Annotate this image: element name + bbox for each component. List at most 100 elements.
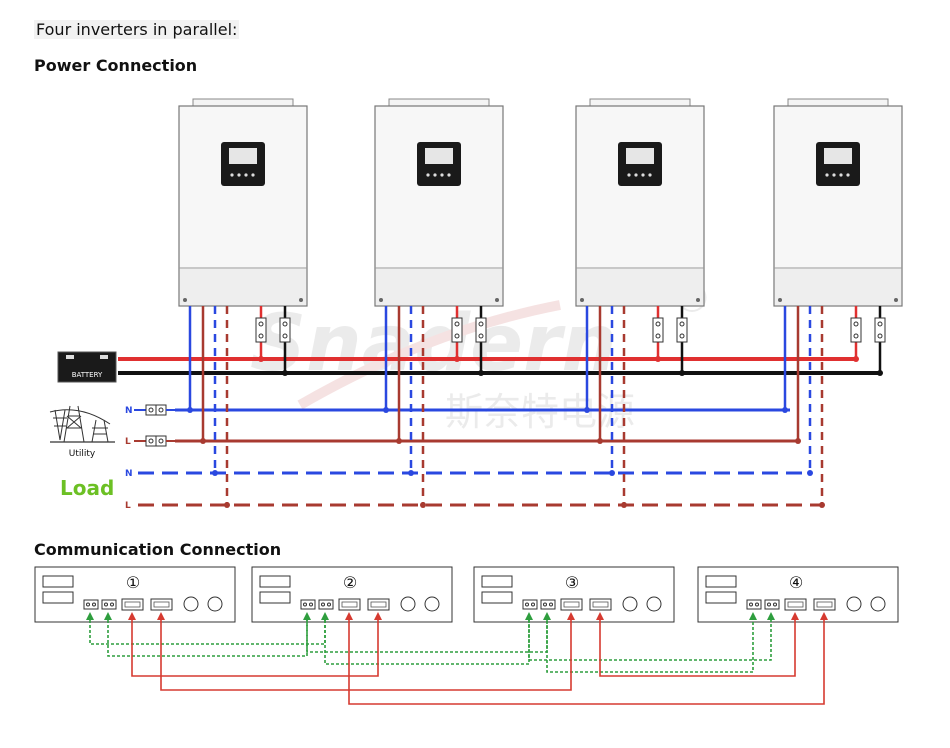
watermark-swoosh (297, 300, 561, 410)
lcd-button (251, 173, 255, 177)
wire-arrow (128, 612, 136, 620)
dc-fuse (874, 317, 886, 343)
parallel-port-pins (153, 601, 170, 608)
dc-fuse (652, 317, 664, 343)
parallel-port (121, 598, 144, 611)
parallel-port (367, 598, 390, 611)
comm-unit-slot (42, 575, 74, 588)
junction-dot (420, 502, 426, 508)
share-cable (89, 620, 326, 645)
junction-dot (877, 370, 883, 376)
utility-breaker (155, 404, 167, 416)
fuse-terminal (478, 333, 484, 339)
knockout-hole (424, 596, 440, 612)
junction-dot (454, 356, 460, 362)
parallel-port-pins (787, 601, 804, 608)
dc-fuse (279, 317, 291, 343)
page-heading: Four inverters in parallel: (34, 20, 240, 39)
inverter-bottom-panel (577, 269, 703, 305)
port-pin (755, 602, 759, 607)
dc-fuse (850, 317, 862, 343)
lcd-button (839, 173, 843, 177)
power-wiring (118, 306, 886, 508)
wire-arrow (596, 612, 604, 620)
knockout-hole (646, 596, 662, 612)
share-port (101, 599, 117, 610)
share-port (83, 599, 99, 610)
fuse-terminal (853, 321, 859, 327)
power-connection-title: Power Connection (34, 56, 198, 75)
junction-dot (224, 502, 230, 508)
comm-unit-number: ④ (789, 573, 803, 592)
port-pin (86, 602, 90, 607)
wire-arrow (104, 612, 112, 620)
inverter-bottom-panel (376, 269, 502, 305)
parallel-port (813, 598, 836, 611)
junction-dot (187, 407, 193, 413)
inverter-2 (374, 98, 504, 307)
utility-breaker (155, 435, 167, 447)
parallel-cable (131, 620, 379, 677)
dc-fuse (255, 317, 267, 343)
share-cable (528, 620, 772, 661)
share-cable (546, 620, 754, 673)
breaker-terminal (148, 407, 154, 413)
fuse-terminal (258, 321, 264, 327)
junction-dot (609, 470, 615, 476)
ground-screw (299, 298, 303, 302)
port-pin (549, 602, 553, 607)
lcd-screen (425, 148, 453, 164)
fuse-terminal (454, 321, 460, 327)
dc-fuse (676, 317, 688, 343)
lcd-button (832, 173, 836, 177)
comm-unit-slot (259, 591, 291, 604)
wire-arrow (303, 612, 311, 620)
ground-screw (379, 298, 383, 302)
lcd-button (641, 173, 645, 177)
ground-screw (696, 298, 700, 302)
port-pin (531, 602, 535, 607)
comm-unit-4: ④ (697, 566, 899, 623)
parallel-port (589, 598, 612, 611)
comm-unit-number: ② (343, 573, 357, 592)
share-cable (324, 620, 530, 665)
lcd-screen (824, 148, 852, 164)
port-pin (110, 602, 114, 607)
communication-connection-title: Communication Connection (34, 540, 282, 559)
dc-fuse (451, 317, 463, 343)
port-pin (525, 602, 529, 607)
load-live-label: L (125, 501, 131, 511)
share-port (522, 599, 538, 610)
fuse-terminal (853, 333, 859, 339)
parallel-port-pins (370, 601, 387, 608)
utility-tower-icon (49, 405, 115, 443)
junction-dot (584, 407, 590, 413)
junction-dot (819, 502, 825, 508)
port-pin (92, 602, 96, 607)
knockout-hole (400, 596, 416, 612)
wire-arrow (767, 612, 775, 620)
wire-arrow (525, 612, 533, 620)
load-neutral-label: N (125, 469, 133, 479)
watermark-chinese: 斯奈特电源 (445, 390, 635, 434)
fuse-terminal (655, 333, 661, 339)
wire-arrow (791, 612, 799, 620)
wire-arrow (374, 612, 382, 620)
port-pin (327, 602, 331, 607)
junction-dot (679, 370, 685, 376)
utility-breaker (145, 435, 157, 447)
inverter-1 (178, 98, 308, 307)
lcd-screen (229, 148, 257, 164)
comm-unit-slot (705, 575, 737, 588)
knockout-hole (207, 596, 223, 612)
utility-breaker (145, 404, 157, 416)
inverter-4 (773, 98, 903, 307)
wire-arrow (157, 612, 165, 620)
port-pin (303, 602, 307, 607)
ground-screw (183, 298, 187, 302)
parallel-port (784, 598, 807, 611)
share-port (764, 599, 780, 610)
communication-wiring (86, 612, 828, 705)
port-pin (321, 602, 325, 607)
